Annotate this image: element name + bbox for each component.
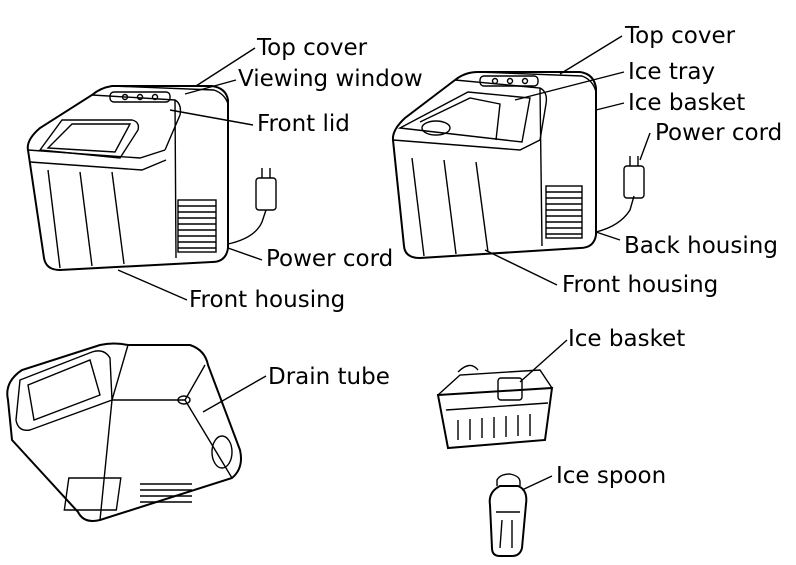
label-top-cover-2: Top cover <box>625 23 736 49</box>
ice-maker-bottom <box>6 342 242 522</box>
label-ice-basket-1: Ice basket <box>628 90 746 116</box>
label-power-cord-1: Power cord <box>266 246 394 272</box>
label-ice-spoon: Ice spoon <box>556 463 667 489</box>
ice-maker-open <box>391 71 645 260</box>
leader-viewing-window <box>184 79 237 95</box>
label-front-lid: Front lid <box>257 111 350 137</box>
leader-power-cord-2 <box>639 132 651 161</box>
label-drain-tube: Drain tube <box>268 364 390 390</box>
leader-ice-spoon <box>521 475 553 491</box>
leader-ice-tray <box>514 71 625 101</box>
ice-basket-part <box>436 364 554 450</box>
label-back-housing: Back housing <box>624 233 778 259</box>
leader-ice-basket-1 <box>595 102 625 111</box>
label-front-housing-2: Front housing <box>562 272 719 298</box>
label-viewing-window: Viewing window <box>238 66 423 92</box>
leader-back-housing <box>595 231 621 241</box>
leader-front-housing-1 <box>117 269 188 301</box>
ice-spoon-part <box>488 473 528 557</box>
leader-drain-tube <box>202 375 267 413</box>
leader-top-cover-2 <box>559 35 623 75</box>
label-power-cord-2: Power cord <box>655 120 783 146</box>
leader-power-cord-1 <box>227 247 263 261</box>
leader-top-cover-1 <box>195 47 256 87</box>
leader-front-housing-2 <box>484 249 558 286</box>
leader-ice-basket-2 <box>519 339 568 383</box>
label-top-cover-1: Top cover <box>257 35 368 61</box>
label-front-housing-1: Front housing <box>189 287 346 313</box>
label-ice-tray: Ice tray <box>628 59 716 85</box>
label-ice-basket-2: Ice basket <box>568 326 686 352</box>
ice-maker-closed <box>26 85 277 272</box>
leader-front-lid <box>169 109 254 126</box>
